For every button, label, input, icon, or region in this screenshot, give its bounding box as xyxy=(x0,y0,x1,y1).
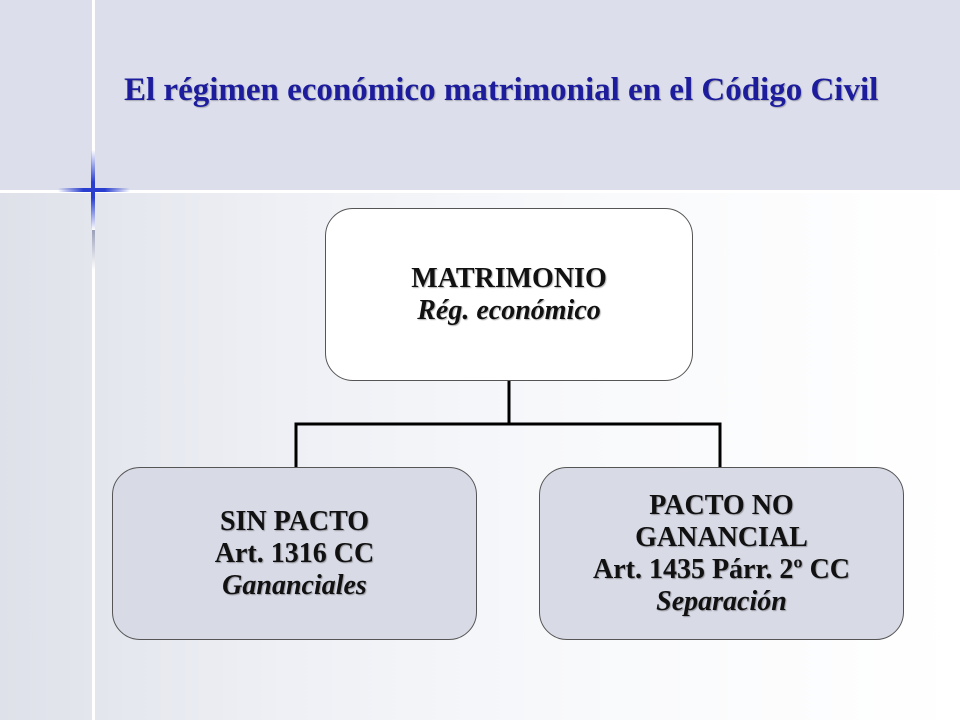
blue-accent-vertical xyxy=(91,150,95,230)
node-sin-pacto-line3: Gananciales xyxy=(222,569,367,601)
horizontal-divider-line xyxy=(0,190,960,193)
title-band xyxy=(0,0,960,190)
node-matrimonio-line2: Rég. económico xyxy=(417,294,601,326)
node-matrimonio: MATRIMONIO Rég. económico xyxy=(325,208,693,381)
node-sin-pacto-line2: Art. 1316 CC xyxy=(214,537,375,569)
vertical-divider-line xyxy=(92,0,95,720)
node-pacto-line3: Art. 1435 Párr. 2º CC xyxy=(592,553,851,585)
node-pacto-no-ganancial: PACTO NO GANANCIAL Art. 1435 Párr. 2º CC… xyxy=(539,467,904,640)
node-sin-pacto: SIN PACTO Art. 1316 CC Gananciales xyxy=(112,467,477,640)
node-sin-pacto-line1: SIN PACTO xyxy=(219,505,370,537)
slide-title: El régimen económico matrimonial en el C… xyxy=(124,72,879,108)
node-pacto-line4: Separación xyxy=(656,585,787,617)
node-pacto-line1: PACTO NO xyxy=(649,489,794,521)
node-matrimonio-line1: MATRIMONIO xyxy=(411,262,607,294)
grey-accent-vertical xyxy=(92,230,95,270)
node-pacto-line2: GANANCIAL xyxy=(635,521,808,553)
